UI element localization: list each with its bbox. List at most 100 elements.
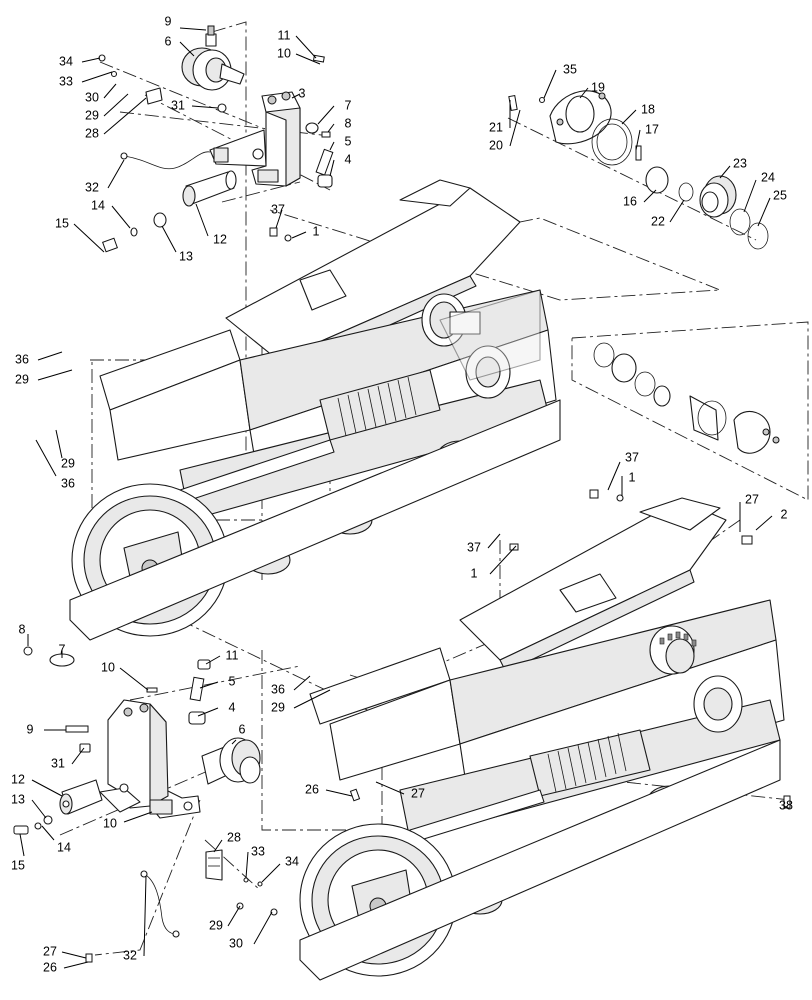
callout-number: 21 (489, 120, 503, 134)
callout-number: 1 (471, 566, 478, 580)
callout-leader (509, 109, 521, 147)
callout-leader (199, 681, 219, 689)
callout-leader (295, 35, 317, 59)
callout-leader (161, 225, 177, 253)
callout-leader (103, 83, 117, 99)
callout-number: 6 (165, 34, 172, 48)
callout-number: 16 (623, 194, 637, 208)
callout-leader (275, 209, 283, 229)
callout-leader (489, 545, 517, 575)
callout-number: 11 (278, 28, 291, 42)
callout-number: 29 (271, 700, 285, 714)
callout-number: 10 (277, 46, 291, 60)
spring-coils-top (337, 376, 417, 437)
callout-number: 27 (411, 786, 425, 800)
callout-leader (55, 429, 63, 459)
callout-number: 29 (85, 108, 99, 122)
callout-number: 36 (271, 682, 285, 696)
callout-leader (63, 961, 89, 969)
callout-leader (291, 231, 307, 239)
callout-number: 37 (467, 540, 481, 554)
callout-number: 25 (773, 188, 787, 202)
top-drive-parts (508, 90, 769, 250)
callout-leader (375, 781, 405, 795)
callout-number: 32 (85, 180, 99, 194)
callout-leader (231, 739, 237, 745)
bracket-bottom (99, 699, 201, 819)
callout-leader (295, 53, 321, 65)
callout-leader (487, 533, 501, 549)
callout-leader (755, 515, 773, 531)
callout-leader (37, 351, 63, 361)
callout-leader (61, 951, 87, 959)
callout-number: 11 (226, 648, 239, 662)
callout-number: 27 (745, 492, 759, 506)
pivot-pin-top (182, 170, 237, 207)
callout-leader (317, 105, 335, 125)
callout-leader (197, 707, 219, 717)
callout-leader (31, 799, 47, 819)
callout-number: 27 (43, 944, 57, 958)
callout-number: 29 (61, 456, 75, 470)
top-idler-bracket-parts (98, 25, 334, 253)
callout-leader (107, 159, 125, 189)
mid-right-drive-parts (593, 342, 780, 454)
callout-number: 26 (43, 960, 57, 974)
callout-number: 24 (761, 170, 775, 184)
callout-number: 30 (229, 936, 243, 950)
callout-number: 3 (299, 86, 306, 100)
callout-leader (73, 223, 105, 253)
callout-number: 4 (345, 152, 352, 166)
callout-leader (329, 159, 335, 177)
callout-number: 1 (629, 470, 636, 484)
callout-leader (103, 93, 129, 117)
callout-number: 31 (171, 98, 185, 112)
callout-leader (35, 439, 57, 477)
callout-leader (291, 93, 301, 99)
callout-number: 29 (15, 372, 29, 386)
callout-leader (213, 839, 223, 853)
callout-leader (635, 129, 641, 151)
callout-leader (293, 689, 331, 709)
callout-number: 26 (305, 782, 319, 796)
callout-number: 15 (55, 216, 69, 230)
callout-number: 19 (591, 80, 605, 94)
callout-leader (119, 667, 149, 691)
callout-leader (329, 141, 335, 151)
sprocket-teeth-bottom (659, 631, 697, 647)
callout-leader (757, 197, 771, 227)
callout-leader (227, 905, 241, 927)
bottom-idler-bracket-parts (13, 646, 278, 963)
callout-leader (719, 165, 731, 179)
callout-number: 9 (27, 722, 34, 736)
callout-number: 7 (59, 642, 66, 656)
idler-roller-top (181, 25, 245, 91)
callout-leader (327, 123, 335, 133)
callout-number: 4 (229, 700, 236, 714)
callout-number: 7 (345, 98, 352, 112)
spring-coils-bottom (547, 732, 627, 793)
callout-leader (191, 105, 219, 109)
callout-number: 12 (213, 232, 227, 246)
callout-leader (669, 199, 685, 223)
upper-track-frame-assembly (69, 179, 561, 641)
callout-number: 15 (11, 858, 25, 872)
callout-number: 32 (123, 948, 137, 962)
callout-leader (643, 189, 657, 203)
callout-number: 36 (61, 476, 75, 490)
callout-leader (579, 87, 589, 99)
callout-number: 10 (101, 660, 115, 674)
callout-number: 9 (165, 14, 172, 28)
callout-number: 18 (641, 102, 655, 116)
callout-leader (253, 911, 273, 945)
callout-leader (37, 369, 73, 381)
callout-leader (205, 655, 221, 665)
callout-leader (19, 833, 25, 857)
callout-number: 10 (103, 816, 117, 830)
callout-leader (31, 779, 63, 797)
callout-leader (123, 811, 153, 823)
callout-leader (743, 179, 757, 213)
callout-number: 6 (239, 722, 246, 736)
